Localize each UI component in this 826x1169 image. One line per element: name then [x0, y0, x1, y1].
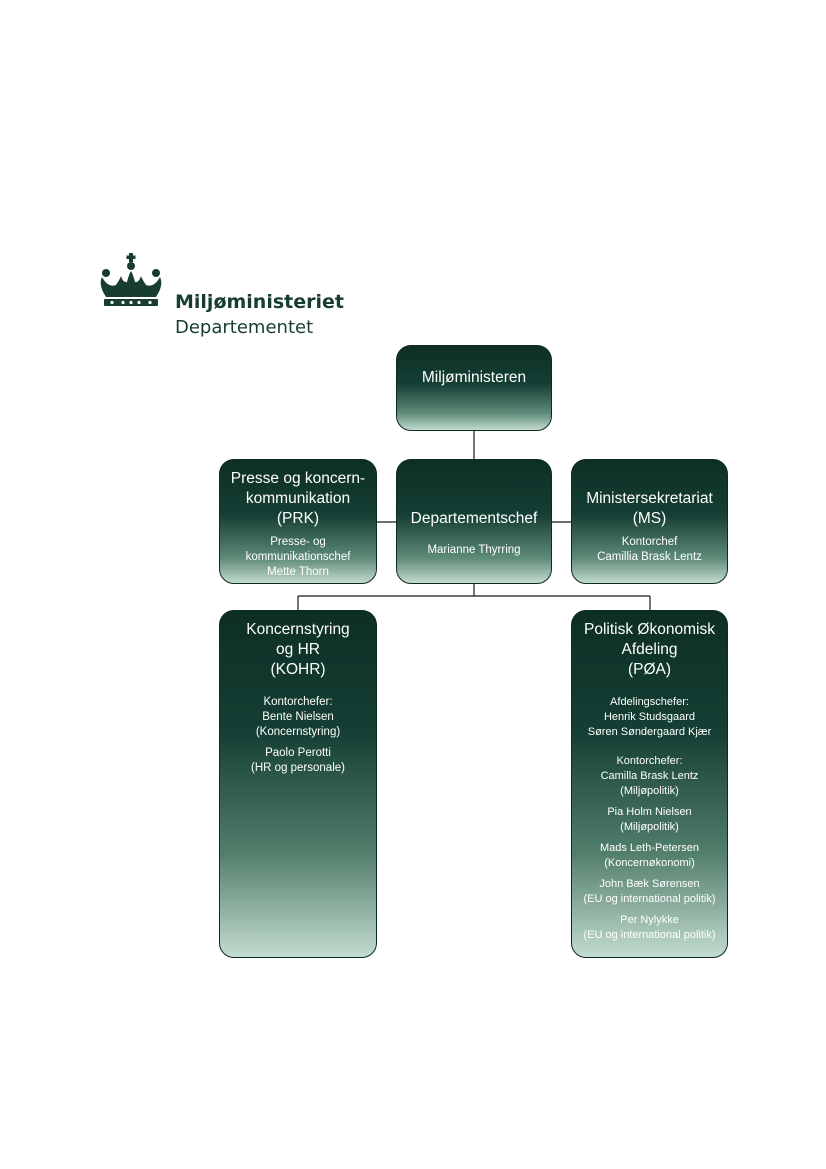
- node-title: Miljøministeren: [421, 369, 527, 386]
- node-title-line: Afdeling: [621, 641, 678, 658]
- person-line: Pia Holm Nielsen: [607, 806, 692, 818]
- person-line: Paolo Perotti: [265, 747, 331, 759]
- node-minister: Miljøministeren: [396, 345, 552, 431]
- node-title-line: (MS): [632, 510, 667, 527]
- person-line: (Miljøpolitik): [620, 821, 679, 833]
- person-line: Presse- og: [270, 536, 326, 548]
- node-title-line: kommunikation: [245, 490, 351, 507]
- person-line: Mads Leth-Petersen: [599, 842, 700, 854]
- node-poa: Politisk Økonomisk Afdeling (PØA) Afdeli…: [571, 610, 728, 958]
- person-line: (Koncernstyring): [255, 726, 341, 738]
- person-line: Bente Nielsen: [262, 711, 334, 723]
- node-prk: Presse og koncern- kommunikation (PRK) P…: [219, 459, 377, 584]
- node-title-line: Presse og koncern-: [230, 470, 366, 487]
- person-line: Kontorchef: [621, 536, 678, 548]
- person-line: (Koncernøkonomi): [604, 857, 695, 869]
- node-title-line: (KOHR): [270, 661, 326, 678]
- person-line: Camillia Brask Lentz: [597, 551, 702, 563]
- node-ms: Ministersekretariat (MS) Kontorchef Cami…: [571, 459, 728, 584]
- person-line: kommunikationschef: [245, 551, 351, 563]
- person-line: Henrik Studsgaard: [603, 711, 696, 723]
- node-title-line: og HR: [276, 641, 320, 658]
- node-title-line: Ministersekretariat: [586, 490, 713, 507]
- person-line: Kontorchefer:: [616, 755, 683, 767]
- person-line: Camilla Brask Lentz: [600, 770, 699, 782]
- org-name: Miljøministeriet: [175, 291, 344, 313]
- person-line: (EU og international politik): [583, 893, 716, 905]
- node-title-line: (PRK): [276, 510, 320, 527]
- node-departementschef: Departementschef Marianne Thyrring: [396, 459, 552, 584]
- person-line: John Bæk Sørensen: [599, 878, 700, 890]
- node-kohr: Koncernstyring og HR (KOHR) Kontorchefer…: [219, 610, 377, 958]
- person-line: (EU og international politik): [583, 929, 716, 941]
- node-title-line: Koncernstyring: [246, 621, 350, 638]
- person-line: Afdelingschefer:: [610, 696, 689, 708]
- royal-crown-icon: [100, 253, 162, 306]
- person-line: Per Nylykke: [620, 914, 679, 926]
- node-title-line: (PØA): [627, 661, 672, 678]
- person-line: Mette Thorn: [267, 566, 329, 578]
- person-line: (Miljøpolitik): [620, 785, 679, 797]
- person-line: Kontorchefer:: [263, 696, 333, 708]
- person-line: Søren Søndergaard Kjær: [587, 726, 712, 738]
- person-line: (HR og personale): [251, 762, 345, 774]
- node-title: Departementschef: [410, 510, 538, 527]
- person-line: Marianne Thyrring: [427, 544, 521, 556]
- org-subtitle: Departementet: [175, 317, 314, 338]
- node-title-line: Politisk Økonomisk: [584, 621, 715, 638]
